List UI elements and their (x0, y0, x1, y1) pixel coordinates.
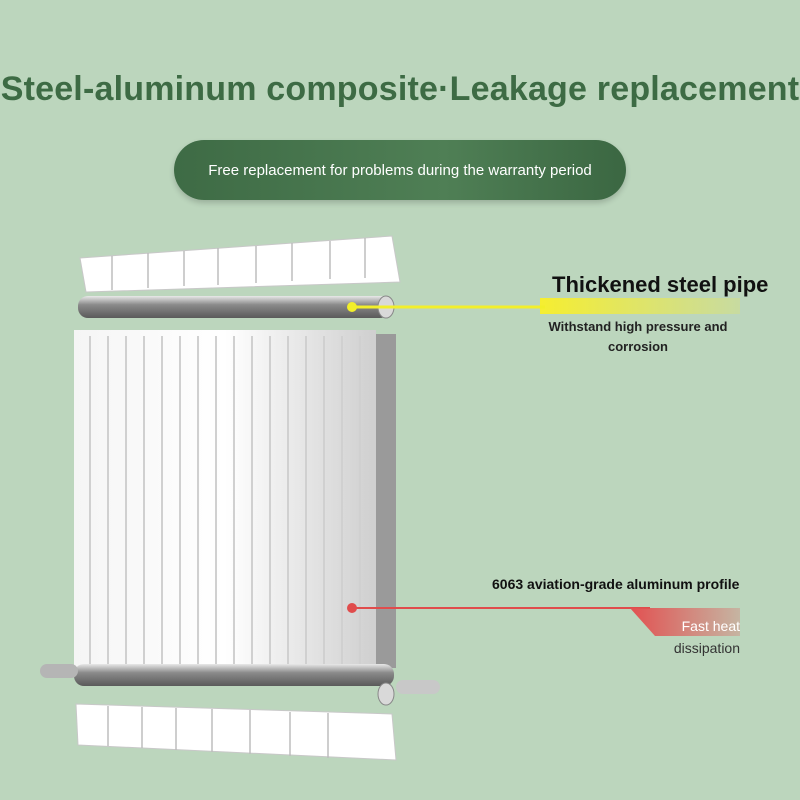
bottom-steel-pipe (40, 664, 440, 706)
warranty-banner: Free replacement for problems during the… (174, 140, 626, 200)
page-title: Steel-aluminum composite·Leakage replace… (0, 70, 800, 108)
profile-callout-title: 6063 aviation-grade aluminum profile (492, 576, 740, 592)
pipe-callout-line (347, 298, 740, 314)
top-steel-pipe (78, 295, 395, 319)
aluminum-fins (74, 330, 396, 670)
pipe-callout-desc: Withstand high pressure and corrosion (548, 319, 728, 354)
profile-callout-desc-line1: Fast heat (681, 618, 740, 634)
top-cap (79, 235, 401, 293)
profile-callout-desc-line2: dissipation (673, 640, 740, 656)
warranty-banner-text: Free replacement for problems during the… (208, 161, 592, 179)
bottom-cap (75, 703, 397, 761)
profile-callout-line (347, 603, 740, 636)
profile-callout-desc: Fast heat dissipation (640, 615, 740, 659)
pipe-callout-title: Thickened steel pipe (552, 272, 769, 297)
